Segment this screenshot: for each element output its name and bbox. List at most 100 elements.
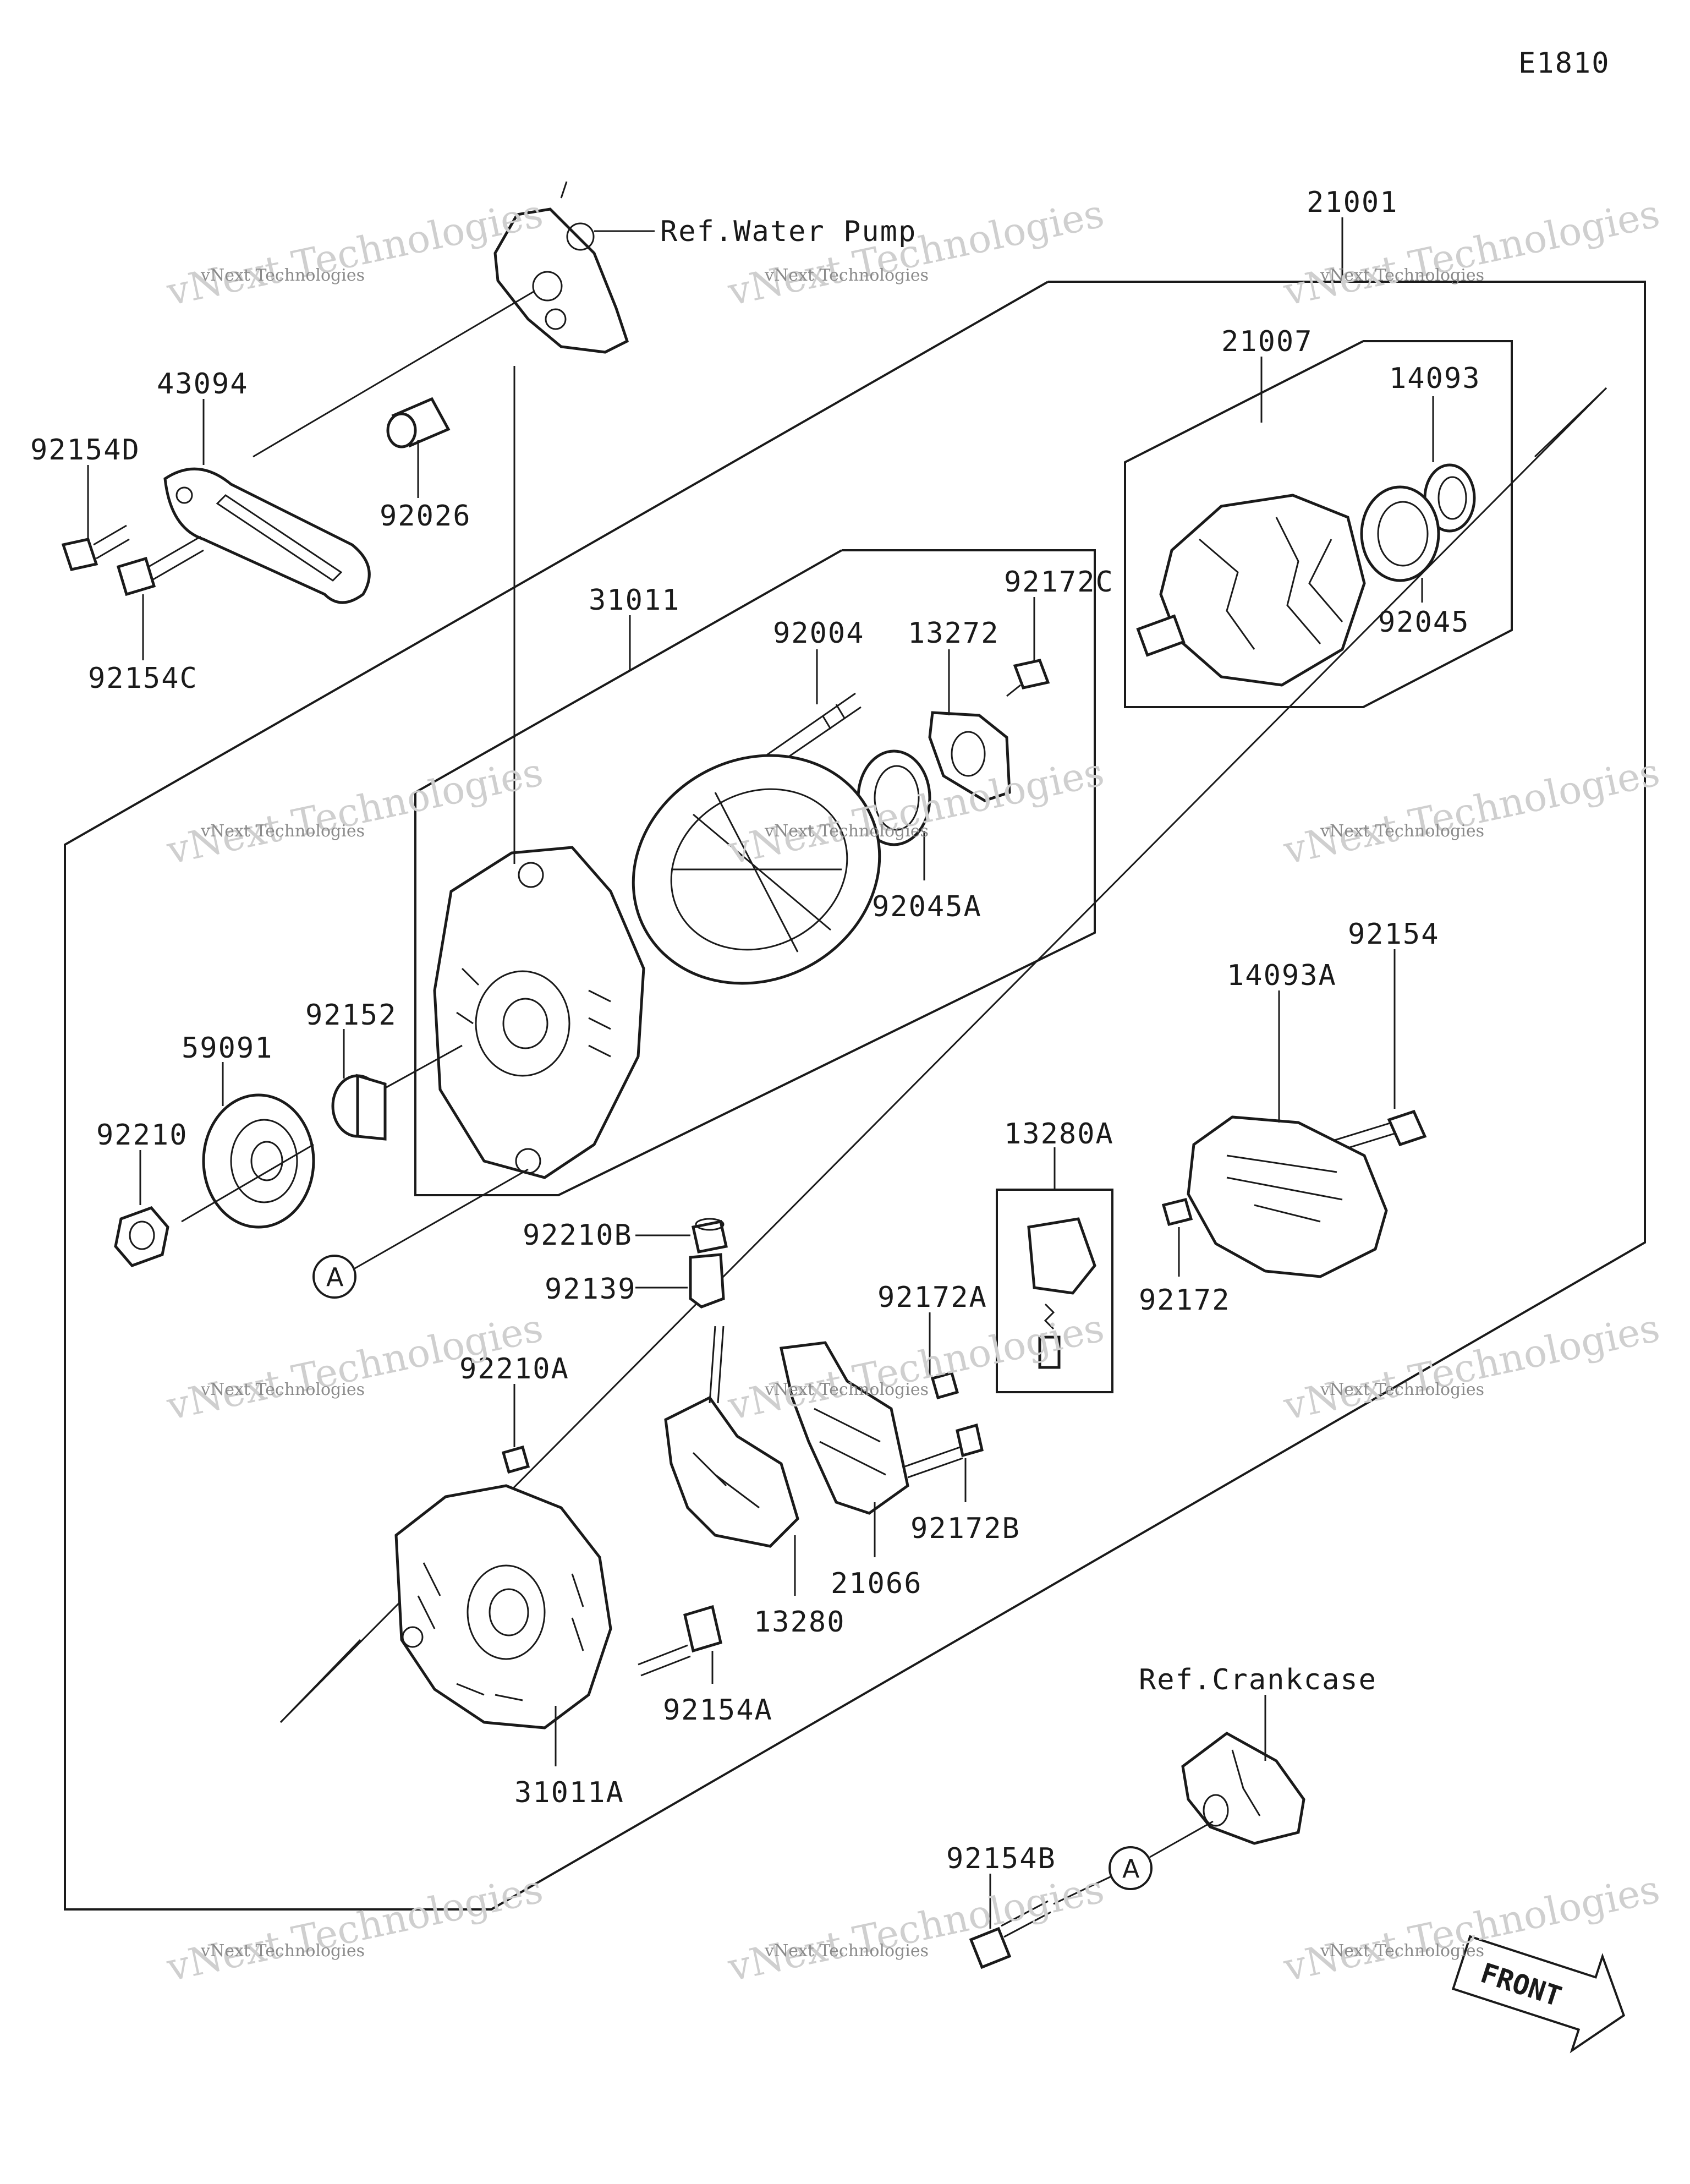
part-label-92154D: 92154D [30, 434, 140, 467]
part-label-92152: 92152 [305, 999, 397, 1032]
rotor-21007 [1136, 494, 1366, 687]
svg-text:vNext Technologies: vNext Technologies [1280, 1305, 1664, 1429]
screw-92172A [930, 1371, 959, 1400]
watermark-10: vNext Technologies vNext Technologies [163, 1866, 547, 1990]
ref-water-pump: Ref.Water Pump [660, 215, 917, 248]
bearing-92045 [1360, 485, 1440, 582]
nut-92210B [692, 1218, 728, 1254]
part-label-13280: 13280 [754, 1606, 846, 1639]
axis-arrow-top [1534, 387, 1607, 458]
part-label-92154A: 92154A [663, 1694, 773, 1727]
svg-text:vNext Technologies: vNext Technologies [1320, 266, 1484, 285]
ref-crankcase: Ref.Crankcase [1139, 1663, 1377, 1696]
svg-text:vNext Technologies: vNext Technologies [163, 1866, 547, 1990]
part-label-14093A: 14093A [1227, 959, 1337, 992]
part-label-21007: 21007 [1221, 325, 1313, 358]
water-pump-ref-drawing [493, 181, 629, 354]
part-label-92210A: 92210A [459, 1353, 569, 1386]
watermark-1: vNext Technologies vNext Technologies [163, 191, 547, 315]
svg-text:vNext Technologies: vNext Technologies [724, 1866, 1108, 1990]
nut-92210 [114, 1206, 169, 1267]
part-label-92004: 92004 [773, 617, 865, 650]
part-label-59091: 59091 [182, 1032, 273, 1065]
svg-text:vNext Technologies: vNext Technologies [764, 266, 929, 285]
collar-92026 [386, 397, 451, 448]
svg-text:FRONT: FRONT [1477, 1957, 1565, 2013]
part-label-92045: 92045 [1378, 606, 1470, 639]
svg-text:vNext Technologies: vNext Technologies [1280, 749, 1664, 873]
bolt-92154B [969, 1900, 1051, 1969]
part-label-31011: 31011 [589, 584, 681, 617]
screw-92172 [1161, 1197, 1193, 1227]
screw-92172C [1006, 659, 1050, 697]
part-label-92172C: 92172C [1004, 566, 1114, 599]
axis-pulley [181, 1143, 314, 1223]
part-label-92139: 92139 [545, 1273, 637, 1306]
watermark-9: vNext Technologies vNext Technologies [1280, 1305, 1664, 1429]
part-label-13280A: 13280A [1004, 1118, 1114, 1151]
svg-text:vNext Technologies: vNext Technologies [200, 822, 365, 841]
pulley-59091 [202, 1093, 315, 1229]
part-label-92210: 92210 [96, 1119, 188, 1152]
watermark-4: vNext Technologies vNext Technologies [163, 749, 547, 873]
water-pump-axis [253, 291, 534, 458]
svg-text:vNext Technologies: vNext Technologies [764, 822, 929, 841]
bolt-92154C [116, 535, 204, 596]
watermark-12: vNext Technologies vNext Technologies [1280, 1866, 1664, 1990]
svg-text:vNext Technologies: vNext Technologies [764, 1380, 929, 1399]
bolt-92172B [904, 1423, 984, 1479]
part-label-92154C: 92154C [88, 662, 198, 695]
part-label-92045A: 92045A [872, 890, 982, 923]
nut-92210A [501, 1445, 530, 1474]
svg-text:vNext Technologies: vNext Technologies [163, 191, 547, 315]
svg-text:vNext Technologies: vNext Technologies [200, 1380, 365, 1399]
front-housing-31011 [433, 846, 645, 1179]
callout-a-line [354, 1168, 529, 1269]
assembly-frame-21001 [64, 281, 1646, 1911]
svg-text:vNext Technologies: vNext Technologies [1320, 1941, 1484, 1961]
part-label-92154B: 92154B [946, 1842, 1056, 1875]
svg-text:A: A [1122, 1854, 1140, 1884]
part-label-92026: 92026 [380, 500, 471, 533]
callout-a-left: A [312, 1255, 356, 1299]
watermark-2: vNext Technologies vNext Technologies [724, 191, 1108, 315]
svg-text:A: A [326, 1262, 344, 1292]
svg-text:vNext Technologies: vNext Technologies [1320, 822, 1484, 841]
part-label-43094: 43094 [157, 368, 249, 401]
svg-text:vNext Technologies: vNext Technologies [163, 749, 547, 873]
subframe-31011 [414, 549, 1096, 1196]
svg-text:vNext Technologies: vNext Technologies [1280, 1866, 1664, 1990]
bracket-43094 [163, 467, 371, 604]
plate-13272 [928, 711, 1011, 802]
part-label-92172A: 92172A [877, 1281, 987, 1314]
svg-text:vNext Technologies: vNext Technologies [1320, 1380, 1484, 1399]
callout-a-bottom-line2 [1053, 1875, 1112, 1905]
bolt-92154D [61, 524, 130, 571]
crankcase-ref-drawing [1181, 1732, 1305, 1845]
brush-holder-13280A [1027, 1217, 1096, 1369]
stud-92004 [756, 692, 862, 774]
stator [632, 754, 881, 985]
part-label-92154: 92154 [1348, 918, 1440, 951]
diagram-code: E1810 [1518, 47, 1610, 80]
callout-a-bottom: A [1109, 1846, 1153, 1890]
regulator-21066 [779, 1341, 909, 1515]
rear-housing-31011A [394, 1484, 612, 1729]
watermark-11: vNext Technologies vNext Technologies [724, 1866, 1108, 1990]
insulator-92139 [689, 1253, 725, 1309]
callout-a-bottom-line [1149, 1820, 1214, 1858]
svg-text:vNext Technologies: vNext Technologies [724, 191, 1108, 315]
svg-text:vNext Technologies: vNext Technologies [764, 1941, 929, 1961]
axis-to-housing [382, 1044, 463, 1091]
part-label-21066: 21066 [831, 1567, 923, 1600]
part-label-92210B: 92210B [523, 1219, 633, 1252]
svg-text:vNext Technologies: vNext Technologies [200, 1941, 365, 1961]
part-label-92172: 92172 [1139, 1284, 1231, 1317]
rectifier-13280 [664, 1326, 799, 1548]
part-label-21001: 21001 [1307, 186, 1398, 219]
axis-arrow-bottom [279, 1639, 361, 1723]
rear-cover-14093A [1187, 1115, 1388, 1278]
part-label-13272: 13272 [908, 617, 1000, 650]
watermark-6: vNext Technologies vNext Technologies [1280, 749, 1664, 873]
